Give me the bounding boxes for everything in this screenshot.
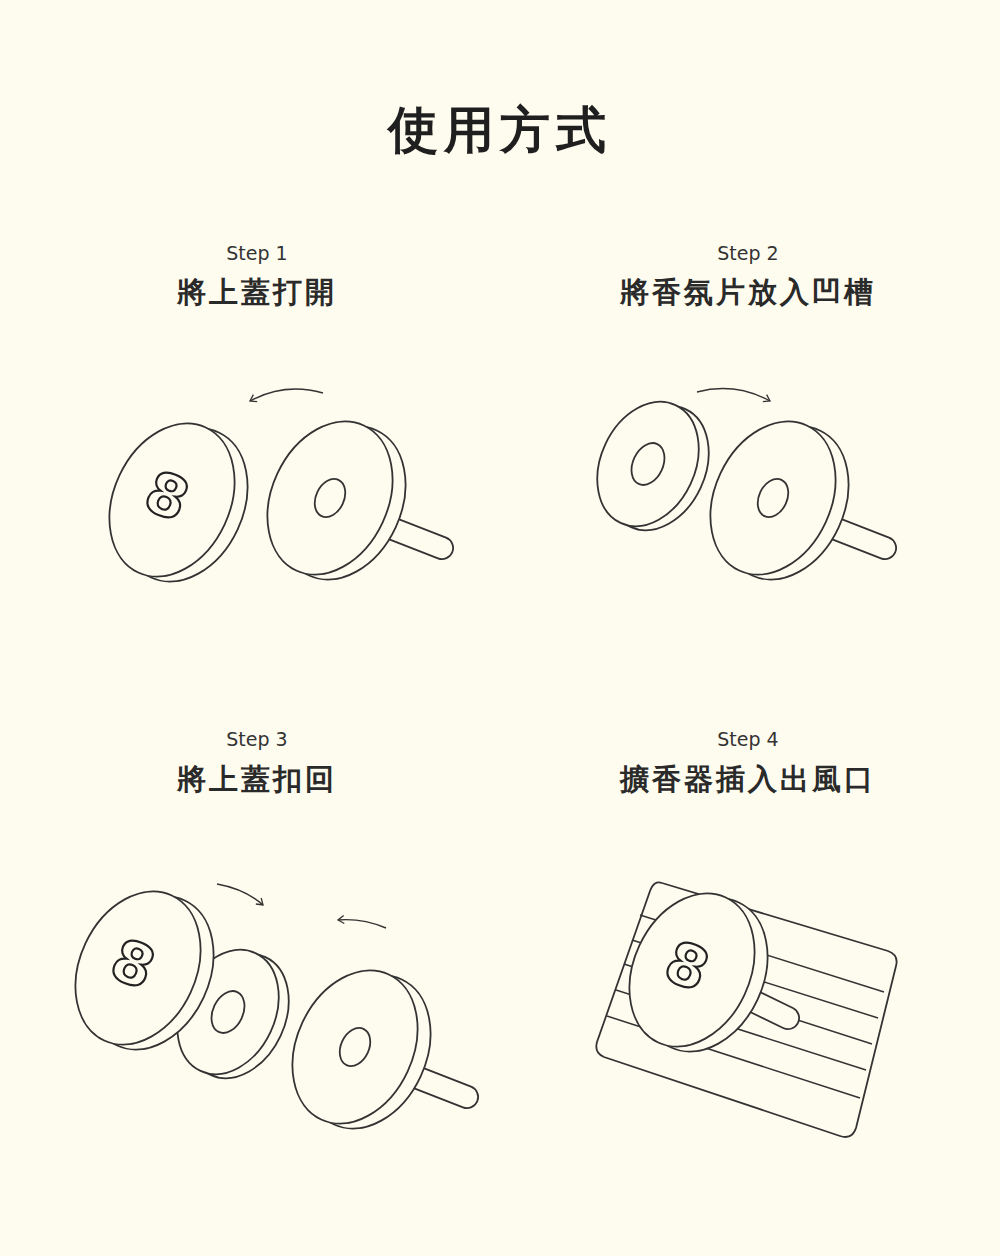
step-heading: 將香氛片放入凹槽 (620, 273, 876, 313)
step-number: Step 2 (717, 242, 778, 264)
page-title: 使用方式 (388, 97, 612, 164)
step-heading: 將上蓋扣回 (177, 760, 337, 800)
step-number: Step 4 (717, 728, 778, 750)
step-number: Step 3 (226, 728, 287, 750)
step-number: Step 1 (226, 242, 287, 264)
step-heading: 將上蓋打開 (177, 273, 337, 313)
step-heading: 擴香器插入出風口 (620, 760, 876, 800)
